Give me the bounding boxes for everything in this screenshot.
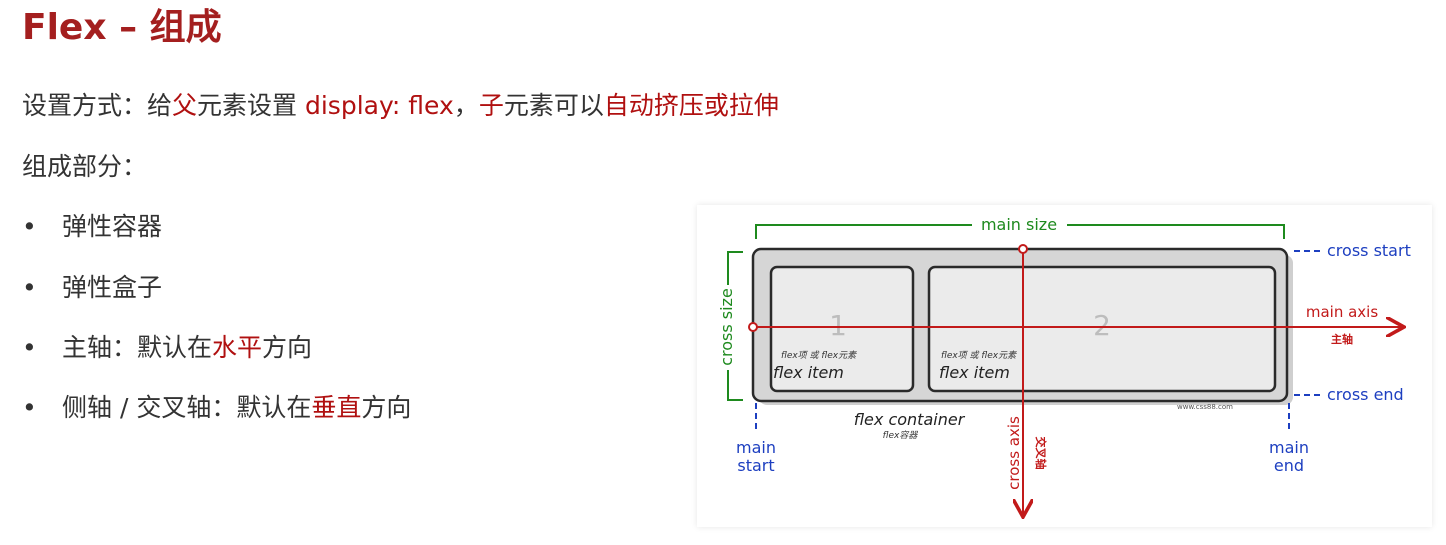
item-2-cn-label: flex项 或 flex元素	[941, 350, 1017, 361]
flex-diagram: 1 2 flex项 或 flex元素 flex item flex项 或 fle…	[697, 205, 1432, 527]
main-axis-origin	[748, 322, 758, 332]
bullet-item: •弹性盒子	[22, 273, 163, 302]
bullet-highlight: 垂直	[311, 393, 362, 422]
bullet-text: 弹性盒子	[62, 273, 163, 302]
main-end-label-1: main	[1269, 438, 1309, 457]
page-title: Flex – 组成	[22, 7, 222, 48]
setup-line: 设置方式：给父元素设置 display: flex，子元素可以自动挤压或拉伸	[22, 86, 779, 122]
main-axis-cn-label: 主轴	[1331, 332, 1353, 346]
cross-size-label: cross size	[717, 288, 736, 366]
item-2-number: 2	[1093, 309, 1111, 342]
container-label: flex container	[854, 410, 966, 429]
setup-child: 子	[478, 91, 504, 120]
main-end-label-2: end	[1274, 456, 1304, 475]
item-1-label: flex item	[773, 363, 844, 382]
setup-prefix: 设置方式：给	[22, 91, 173, 120]
setup-comma: ，	[453, 91, 479, 120]
cross-size-bracket	[727, 251, 743, 401]
watermark: www.css88.com	[1177, 403, 1233, 411]
parts-heading: 组成部分：	[22, 152, 148, 181]
main-size-bracket	[755, 224, 1285, 239]
container-cn-label: flex容器	[883, 430, 919, 441]
main-axis-label: main axis	[1306, 303, 1378, 321]
item-2-label: flex item	[939, 363, 1010, 382]
main-size-label: main size	[981, 215, 1057, 234]
bullet-before: 侧轴 / 交叉轴：默认在	[62, 393, 312, 422]
flex-item-1-box	[769, 265, 915, 393]
bullet-item: •弹性容器	[22, 212, 163, 241]
setup-mid1: 元素设置	[197, 91, 305, 120]
cross-start-label: cross start	[1327, 241, 1411, 260]
cross-axis-cn-label: 交叉轴	[1034, 437, 1048, 470]
setup-parent: 父	[172, 91, 198, 120]
bullet-text: 弹性容器	[62, 212, 163, 241]
bullet-after: 方向	[262, 333, 313, 362]
bullet-before: 主轴：默认在	[62, 333, 213, 362]
setup-code: display: flex	[304, 91, 454, 120]
flex-item-2-box	[927, 265, 1277, 393]
cross-axis-label: cross axis	[1005, 416, 1023, 490]
bullet-after: 方向	[361, 393, 412, 422]
cross-end-label: cross end	[1327, 385, 1404, 404]
flex-diagram-svg: 1 2 flex项 或 flex元素 flex item flex项 或 fle…	[717, 215, 1411, 527]
item-1-cn-label: flex项 或 flex元素	[781, 350, 857, 361]
cross-axis-origin	[1018, 244, 1028, 254]
setup-mid2: 元素可以	[503, 91, 604, 120]
bullet-item: •侧轴 / 交叉轴：默认在垂直方向	[22, 393, 412, 422]
item-1-number: 1	[829, 309, 847, 342]
main-start-label-1: main	[736, 438, 776, 457]
bullet-highlight: 水平	[212, 333, 263, 362]
setup-effect: 自动挤压或拉伸	[603, 91, 779, 120]
main-start-label-2: start	[737, 456, 774, 475]
bullet-item: •主轴：默认在水平方向	[22, 333, 313, 362]
